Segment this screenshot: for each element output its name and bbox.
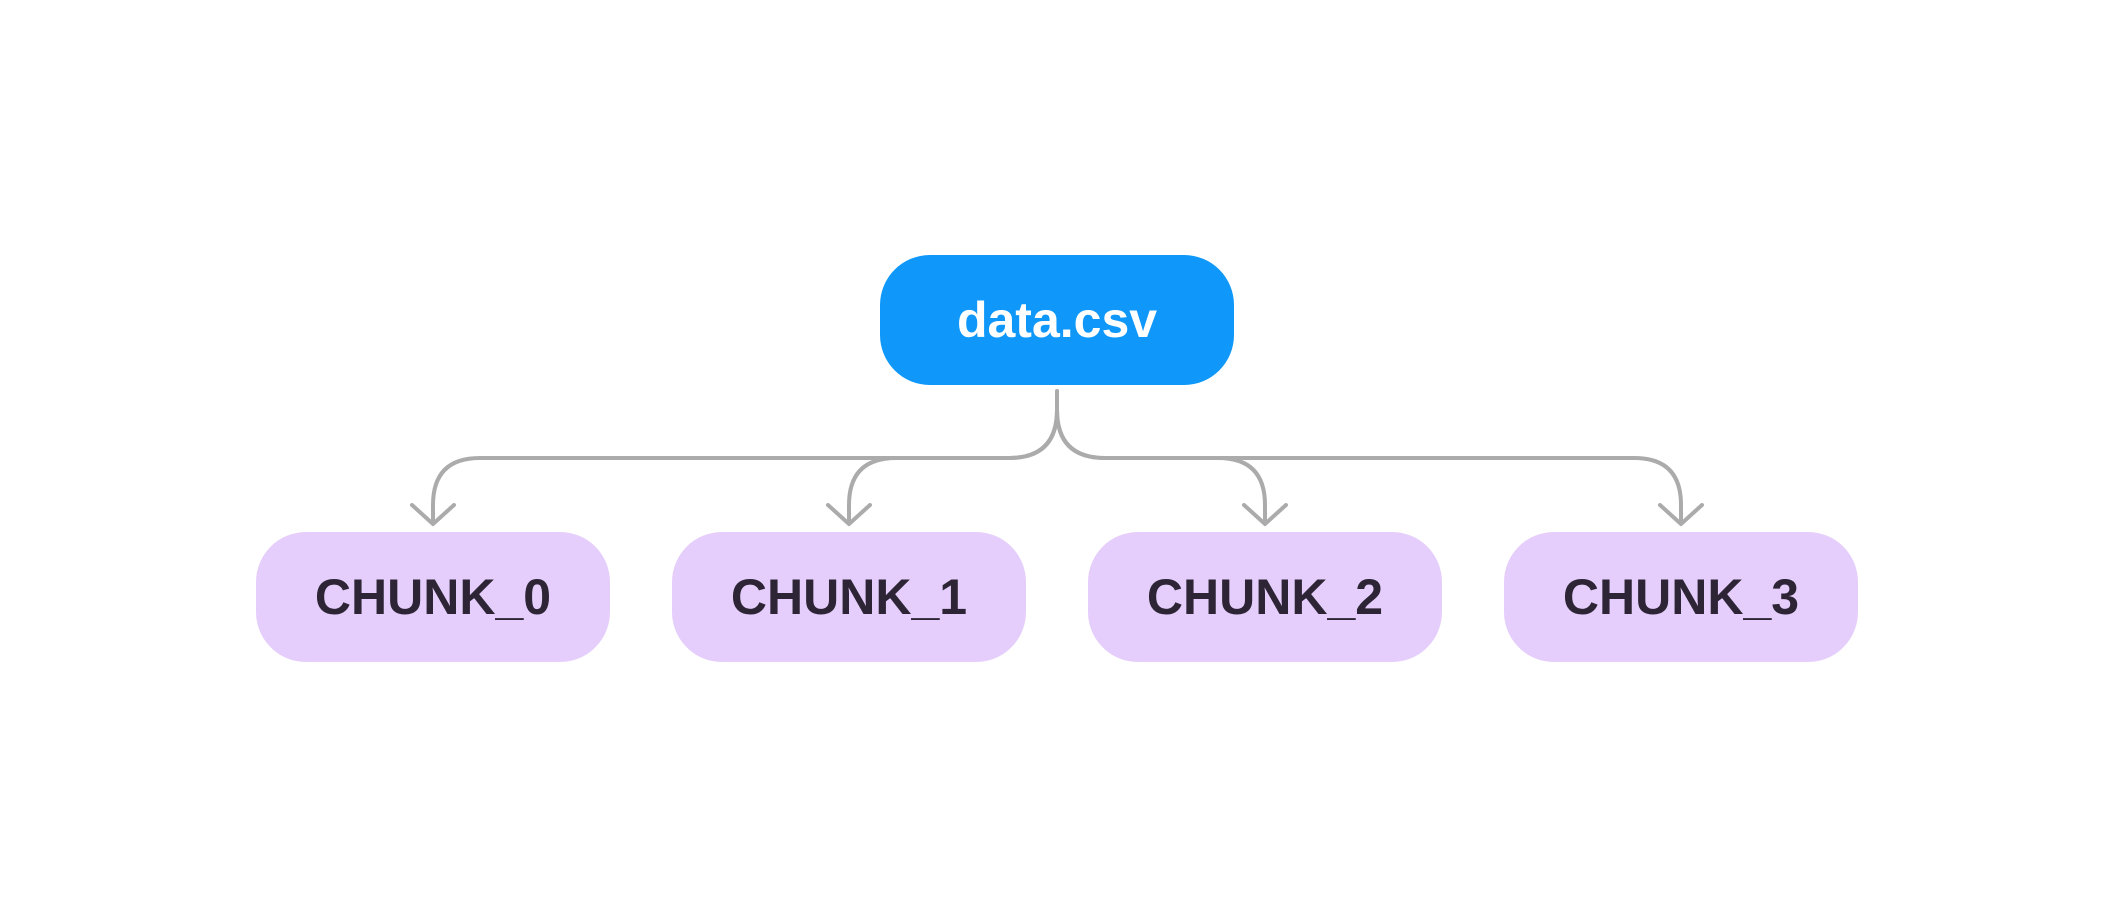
chunk-node-label: CHUNK_3 — [1562, 569, 1800, 625]
arrowhead-chunk-3 — [1658, 503, 1704, 526]
chunk-node-3: CHUNK_3 — [1504, 532, 1858, 662]
chunk-node-0: CHUNK_0 — [256, 532, 610, 662]
connector-to-chunk-2 — [1055, 408, 1267, 524]
connector-to-chunk-0 — [431, 408, 1059, 524]
root-node-data-csv: data.csv — [880, 255, 1234, 385]
root-node-label: data.csv — [956, 292, 1158, 348]
chunk-node-2: CHUNK_2 — [1088, 532, 1442, 662]
arrowhead-chunk-2 — [1242, 503, 1288, 526]
connector-to-chunk-1 — [847, 408, 1059, 524]
arrowhead-chunk-0 — [410, 503, 456, 526]
chunk-node-label: CHUNK_2 — [1146, 569, 1384, 625]
arrowhead-chunk-1 — [826, 503, 872, 526]
connector-to-chunk-3 — [1055, 408, 1683, 524]
chunk-node-label: CHUNK_1 — [730, 569, 968, 625]
chunk-node-1: CHUNK_1 — [672, 532, 1026, 662]
chunk-node-label: CHUNK_0 — [314, 569, 552, 625]
